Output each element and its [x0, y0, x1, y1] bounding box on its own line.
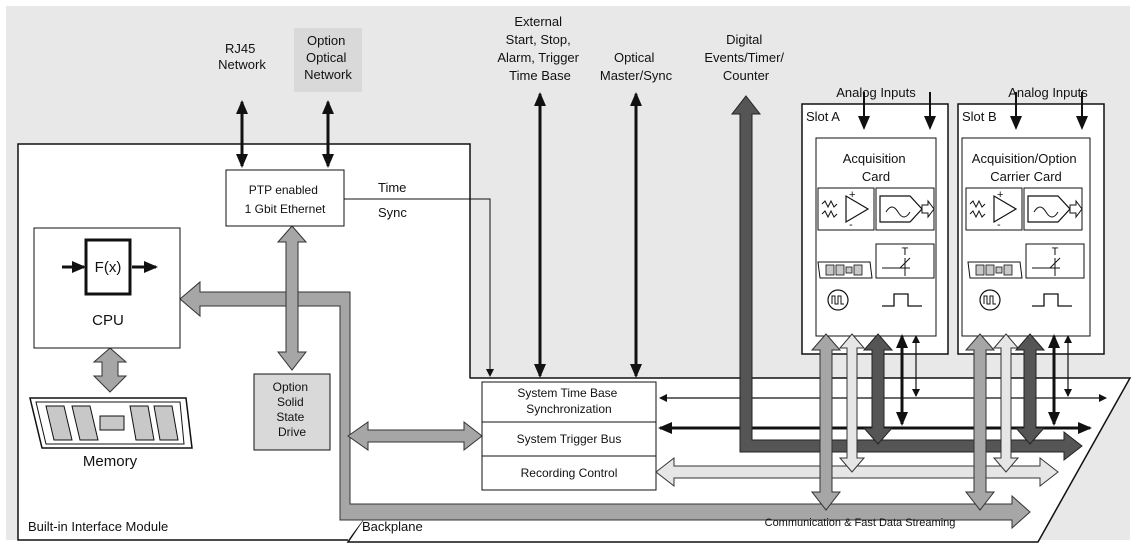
recording-control-label: Recording Control	[521, 466, 618, 480]
svg-text:T: T	[1052, 246, 1059, 258]
backplane-label: Backplane	[362, 519, 423, 534]
ssd-option-box	[253, 373, 331, 451]
svg-text:-: -	[997, 219, 1001, 231]
recording-control-box	[481, 455, 657, 491]
slot-a-label: Slot A	[806, 109, 840, 124]
ethernet-ssd-arrow	[276, 225, 308, 371]
recording-control-arrow	[655, 456, 1059, 488]
analog-inputs-a-label: Analog Inputs	[836, 85, 916, 100]
interface-module-label: Built-in Interface Module	[28, 519, 168, 534]
pulse-icon	[1032, 293, 1072, 307]
adc-icon	[875, 187, 935, 231]
svg-text:T: T	[902, 246, 909, 258]
svg-text:-: -	[849, 219, 853, 231]
trigger-bus-label: System Trigger Bus	[517, 432, 622, 446]
fast-data-streaming-arrow	[179, 280, 1031, 530]
memory-module-icon	[29, 397, 193, 449]
optical-network-label: Option Optical Network	[304, 33, 352, 82]
counter-icon	[827, 289, 849, 311]
memory-label: Memory	[83, 453, 138, 470]
function-block	[84, 238, 132, 296]
rj45-label: RJ45 Network	[218, 41, 266, 72]
optical-master-label: Optical Master/Sync	[600, 50, 673, 83]
slot-b-label: Slot B	[962, 109, 997, 124]
amplifier-icon: + -	[817, 187, 875, 231]
slot-b-card-title: Acquisition/Option Carrier Card	[972, 151, 1080, 184]
time-sync-label: Time Sync	[378, 180, 410, 220]
counter-icon	[979, 289, 1001, 311]
pulse-icon	[882, 293, 922, 307]
slot-a-digital-link	[862, 333, 894, 445]
ethernet-box	[225, 169, 345, 227]
ethernet-label: PTP enabled 1 Gbit Ethernet	[245, 183, 326, 216]
trigger-threshold-icon: T	[875, 243, 935, 279]
ssd-label: Option Solid State Drive	[273, 380, 312, 439]
trigger-bus-box	[481, 421, 657, 457]
analog-inputs-b-label: Analog Inputs	[1008, 85, 1088, 100]
external-signals-label: External Start, Stop, Alarm, Trigger Tim…	[497, 14, 582, 83]
time-sync-line	[344, 198, 494, 377]
slot-a-streaming-link	[810, 333, 842, 511]
svg-text:+: +	[997, 189, 1003, 201]
slot-a-card-title: Acquisition Card	[843, 151, 910, 184]
adc-icon	[1023, 187, 1083, 231]
cpu-memory-arrow	[92, 347, 128, 393]
memory-chip-icon	[967, 261, 1023, 279]
optical-network-option-box	[294, 28, 362, 92]
slot-a-recording-link	[838, 333, 866, 473]
trigger-threshold-icon: T	[1025, 243, 1085, 279]
time-base-box	[481, 381, 657, 423]
slot-b-recording-link	[992, 333, 1020, 473]
streaming-label: Communication & Fast Data Streaming	[765, 517, 956, 529]
amplifier-icon: + -	[965, 187, 1023, 231]
digital-io-label: Digital Events/Timer/ Counter	[704, 32, 787, 83]
slot-b-digital-link	[1014, 333, 1046, 445]
slot-b-streaming-link	[964, 333, 996, 511]
function-label: F(x)	[95, 259, 122, 276]
time-base-label: System Time Base Synchronization	[517, 386, 620, 416]
cpu-label: CPU	[92, 312, 124, 329]
memory-chip-icon	[817, 261, 873, 279]
svg-text:+: +	[849, 189, 855, 201]
digital-io-arrow	[730, 95, 1083, 462]
